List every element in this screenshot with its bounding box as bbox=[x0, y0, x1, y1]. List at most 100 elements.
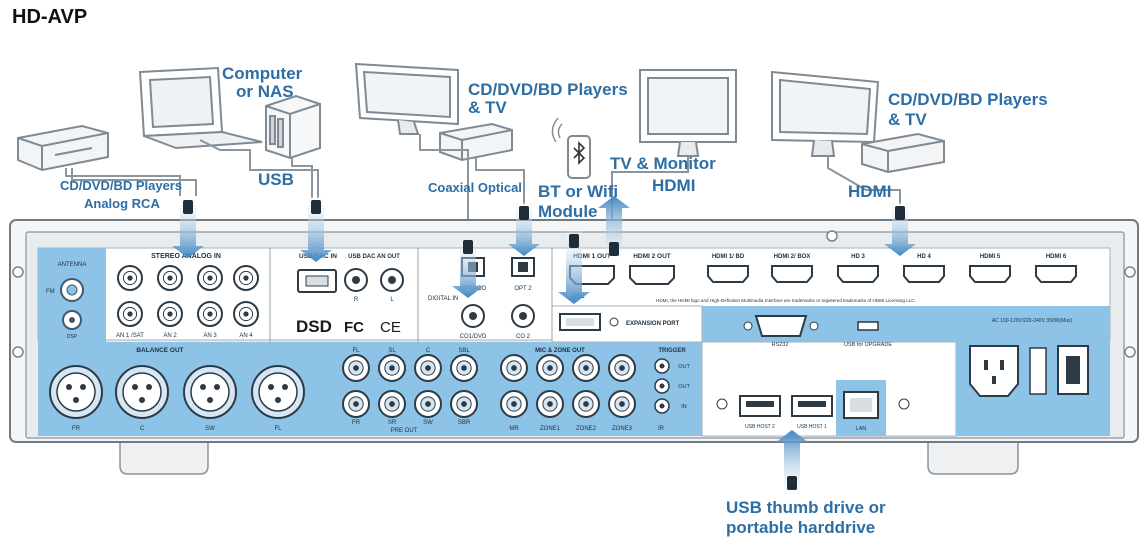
trigger-jack-2[interactable] bbox=[654, 378, 670, 394]
usb-host-1-label: USB HOST 1 bbox=[797, 424, 827, 430]
trigger-jack-label-1: OUT bbox=[678, 364, 690, 370]
dividers bbox=[269, 248, 553, 342]
bt-label-line1: BT or Wifi bbox=[538, 182, 619, 201]
pre-out-top-label-1: FL bbox=[352, 348, 360, 354]
hdmi-in-port-5[interactable] bbox=[969, 265, 1011, 283]
coaxial-optical-label: Coaxial Optical bbox=[428, 180, 522, 195]
rs232-label: RS232 bbox=[772, 342, 789, 348]
zone-out-bot-jack-3[interactable] bbox=[572, 390, 600, 418]
usb-host-arrow bbox=[776, 430, 808, 496]
rs232-port[interactable] bbox=[743, 315, 819, 337]
zone-out-bot-jack-4[interactable] bbox=[608, 390, 636, 418]
co2-jack[interactable] bbox=[511, 304, 535, 328]
usb-upgrade-port[interactable] bbox=[857, 321, 879, 331]
usb-dac-an-out-r-jack[interactable] bbox=[344, 268, 368, 292]
co1-label: CO1/DVD bbox=[460, 334, 487, 340]
dsd-logo: DSD bbox=[296, 317, 332, 336]
hdmi-in-arrow bbox=[884, 202, 916, 256]
ac-inlet[interactable] bbox=[969, 345, 1019, 397]
trigger-jack-3[interactable] bbox=[654, 398, 670, 414]
analog-in-r-jack-4[interactable] bbox=[233, 301, 259, 327]
zone-out-label-2: ZONE1 bbox=[540, 426, 561, 432]
hdmi-in-port-1[interactable] bbox=[707, 265, 749, 283]
antenna-fm-jack[interactable] bbox=[60, 278, 84, 302]
bt-module-arrow bbox=[558, 230, 590, 304]
xlr-label-3: SW bbox=[205, 426, 215, 432]
zone-out-top-jack-3[interactable] bbox=[572, 354, 600, 382]
analog-in-r-jack-1[interactable] bbox=[117, 301, 143, 327]
expansion-port[interactable] bbox=[559, 313, 601, 331]
pre-out-bot-label-4: SBR bbox=[458, 420, 471, 426]
pre-out-label: PRE OUT bbox=[391, 428, 418, 434]
hdmi-in-label-5: HDMI 5 bbox=[980, 254, 1001, 260]
analog-in-l-jack-4[interactable] bbox=[233, 265, 259, 291]
pre-out-top-jack-4[interactable] bbox=[450, 354, 478, 382]
tv-icon-2 bbox=[771, 70, 880, 157]
dsp-label: DSP bbox=[67, 334, 78, 340]
hdmi-in-port-4[interactable] bbox=[903, 265, 945, 283]
opt2-port[interactable] bbox=[511, 257, 535, 277]
zone-out-top-jack-2[interactable] bbox=[536, 354, 564, 382]
usb-host-1-port[interactable] bbox=[791, 395, 833, 417]
cd-player-tv1-icon bbox=[439, 122, 513, 162]
hdmi-in-port-3[interactable] bbox=[837, 265, 879, 283]
zone-out-label-4: ZONE3 bbox=[612, 426, 633, 432]
lan-port[interactable] bbox=[843, 391, 879, 419]
antenna-label: ANTENNA bbox=[58, 262, 87, 268]
xlr-out-3[interactable] bbox=[183, 365, 237, 419]
xlr-label-2: C bbox=[140, 426, 145, 432]
analog-in-r-jack-2[interactable] bbox=[157, 301, 183, 327]
computer-label-line2: or NAS bbox=[236, 82, 294, 101]
zone-out-top-jack-4[interactable] bbox=[608, 354, 636, 382]
power-switch[interactable] bbox=[1057, 345, 1089, 395]
hdmi2-out-port[interactable] bbox=[629, 265, 675, 285]
analog-in-jacks bbox=[117, 265, 259, 327]
ac-spec-label: AC 100-120V/220-240V 350W(Max) bbox=[992, 318, 1073, 324]
zone-out-bot-jack-1[interactable] bbox=[500, 390, 528, 418]
pre-out-top-jack-3[interactable] bbox=[414, 354, 442, 382]
usb-host-2-port[interactable] bbox=[739, 395, 781, 417]
expansion-screw bbox=[609, 317, 619, 327]
trigger-jack-1[interactable] bbox=[654, 358, 670, 374]
usb-dac-in-port[interactable] bbox=[297, 269, 337, 293]
l-label: L bbox=[390, 297, 394, 303]
antenna-dsp-jack[interactable] bbox=[62, 310, 82, 330]
nas-icon bbox=[265, 94, 321, 160]
analog-in-l-jack-1[interactable] bbox=[117, 265, 143, 291]
xlr-out-1[interactable] bbox=[49, 365, 103, 419]
hdmi-in-port-2[interactable] bbox=[771, 265, 813, 283]
cd-player-tv2-icon bbox=[861, 132, 945, 174]
analog-in-l-jack-2[interactable] bbox=[157, 265, 183, 291]
coaxial-arrow bbox=[452, 236, 484, 298]
xlr-label-1: FR bbox=[72, 426, 81, 432]
ir-label: IR bbox=[658, 426, 665, 432]
xlr-out-4[interactable] bbox=[251, 365, 305, 419]
pre-out-top-jack-1[interactable] bbox=[342, 354, 370, 382]
pre-out-top-label-2: SL bbox=[388, 348, 396, 354]
analog-in-r-jack-3[interactable] bbox=[197, 301, 223, 327]
zone-out-bot-jack-2[interactable] bbox=[536, 390, 564, 418]
usb-host-2-label: USB HOST 2 bbox=[745, 424, 775, 430]
digital-in-label: DIGITAL IN bbox=[428, 296, 458, 302]
pre-out-bot-jack-4[interactable] bbox=[450, 390, 478, 418]
hdmi-in-port-6[interactable] bbox=[1035, 265, 1077, 283]
cd-tv-label-2b: & TV bbox=[888, 110, 927, 129]
page-title: HD-AVP bbox=[12, 6, 88, 28]
zone-out-label-3: ZONE2 bbox=[576, 426, 597, 432]
pre-out-bot-jack-3[interactable] bbox=[414, 390, 442, 418]
zone-out-top-jack-1[interactable] bbox=[500, 354, 528, 382]
ce-logo: CE bbox=[380, 319, 401, 336]
pre-out-top-jack-2[interactable] bbox=[378, 354, 406, 382]
analog-in-l-jack-3[interactable] bbox=[197, 265, 223, 291]
pre-out-bot-jack-2[interactable] bbox=[378, 390, 406, 418]
lan-screw bbox=[898, 398, 910, 410]
usb-dac-an-out-l-jack[interactable] bbox=[380, 268, 404, 292]
pre-out-bot-jack-1[interactable] bbox=[342, 390, 370, 418]
xlr-out-2[interactable] bbox=[115, 365, 169, 419]
hdmi-in-label-6: HDMI 6 bbox=[1046, 254, 1067, 260]
optical-arrow bbox=[508, 202, 540, 256]
bt-label-line2: Module bbox=[538, 202, 598, 221]
fm-label: FM bbox=[46, 289, 55, 295]
xlr-label-4: FL bbox=[274, 426, 282, 432]
co1-jack[interactable] bbox=[461, 304, 485, 328]
